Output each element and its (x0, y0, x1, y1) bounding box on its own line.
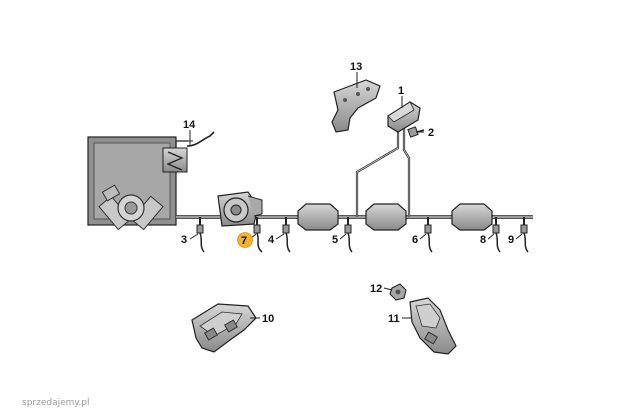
callout-3[interactable]: 3 (181, 234, 187, 246)
catalytic-converter-1 (297, 203, 339, 231)
watermark: sprzedajemy.pl (22, 398, 90, 408)
callout-8[interactable]: 8 (480, 234, 486, 246)
turbocharger (217, 191, 263, 227)
callout-5[interactable]: 5 (332, 234, 338, 246)
pressure-lines (355, 128, 411, 217)
part-11-bracket (409, 297, 457, 355)
highlight-marker (237, 232, 253, 248)
leader-lines (189, 72, 523, 319)
sensor-5 (344, 217, 353, 253)
callout-14[interactable]: 14 (183, 119, 196, 131)
part-2-bolt (407, 126, 425, 138)
part-14-sensor (162, 131, 215, 173)
callout-12[interactable]: 12 (370, 283, 382, 295)
sensor-9 (520, 217, 529, 253)
callout-9[interactable]: 9 (508, 234, 514, 246)
callout-labels: 13 1 2 14 3 7 4 5 6 8 9 10 12 11 (181, 61, 514, 325)
part-12-nut (389, 283, 407, 301)
catalytic-converter-2 (365, 203, 407, 231)
callout-4[interactable]: 4 (268, 234, 275, 246)
engine-block (87, 136, 177, 231)
sensor-3 (196, 217, 205, 253)
part-10-bracket (191, 303, 257, 353)
part-1-pressure-sensor (387, 101, 421, 133)
callout-7[interactable]: 7 (241, 235, 247, 247)
callout-2[interactable]: 2 (428, 127, 434, 139)
part-13-bracket (331, 79, 381, 133)
sensor-8 (492, 217, 501, 253)
callout-10[interactable]: 10 (262, 313, 274, 325)
callout-6[interactable]: 6 (412, 234, 418, 246)
sensor-4 (282, 217, 291, 253)
callout-1[interactable]: 1 (398, 85, 404, 97)
callout-13[interactable]: 13 (350, 61, 362, 73)
sensor-7 (253, 217, 263, 253)
sensor-6 (424, 217, 433, 253)
callout-11[interactable]: 11 (388, 313, 400, 325)
catalytic-converter-3 (451, 203, 493, 231)
